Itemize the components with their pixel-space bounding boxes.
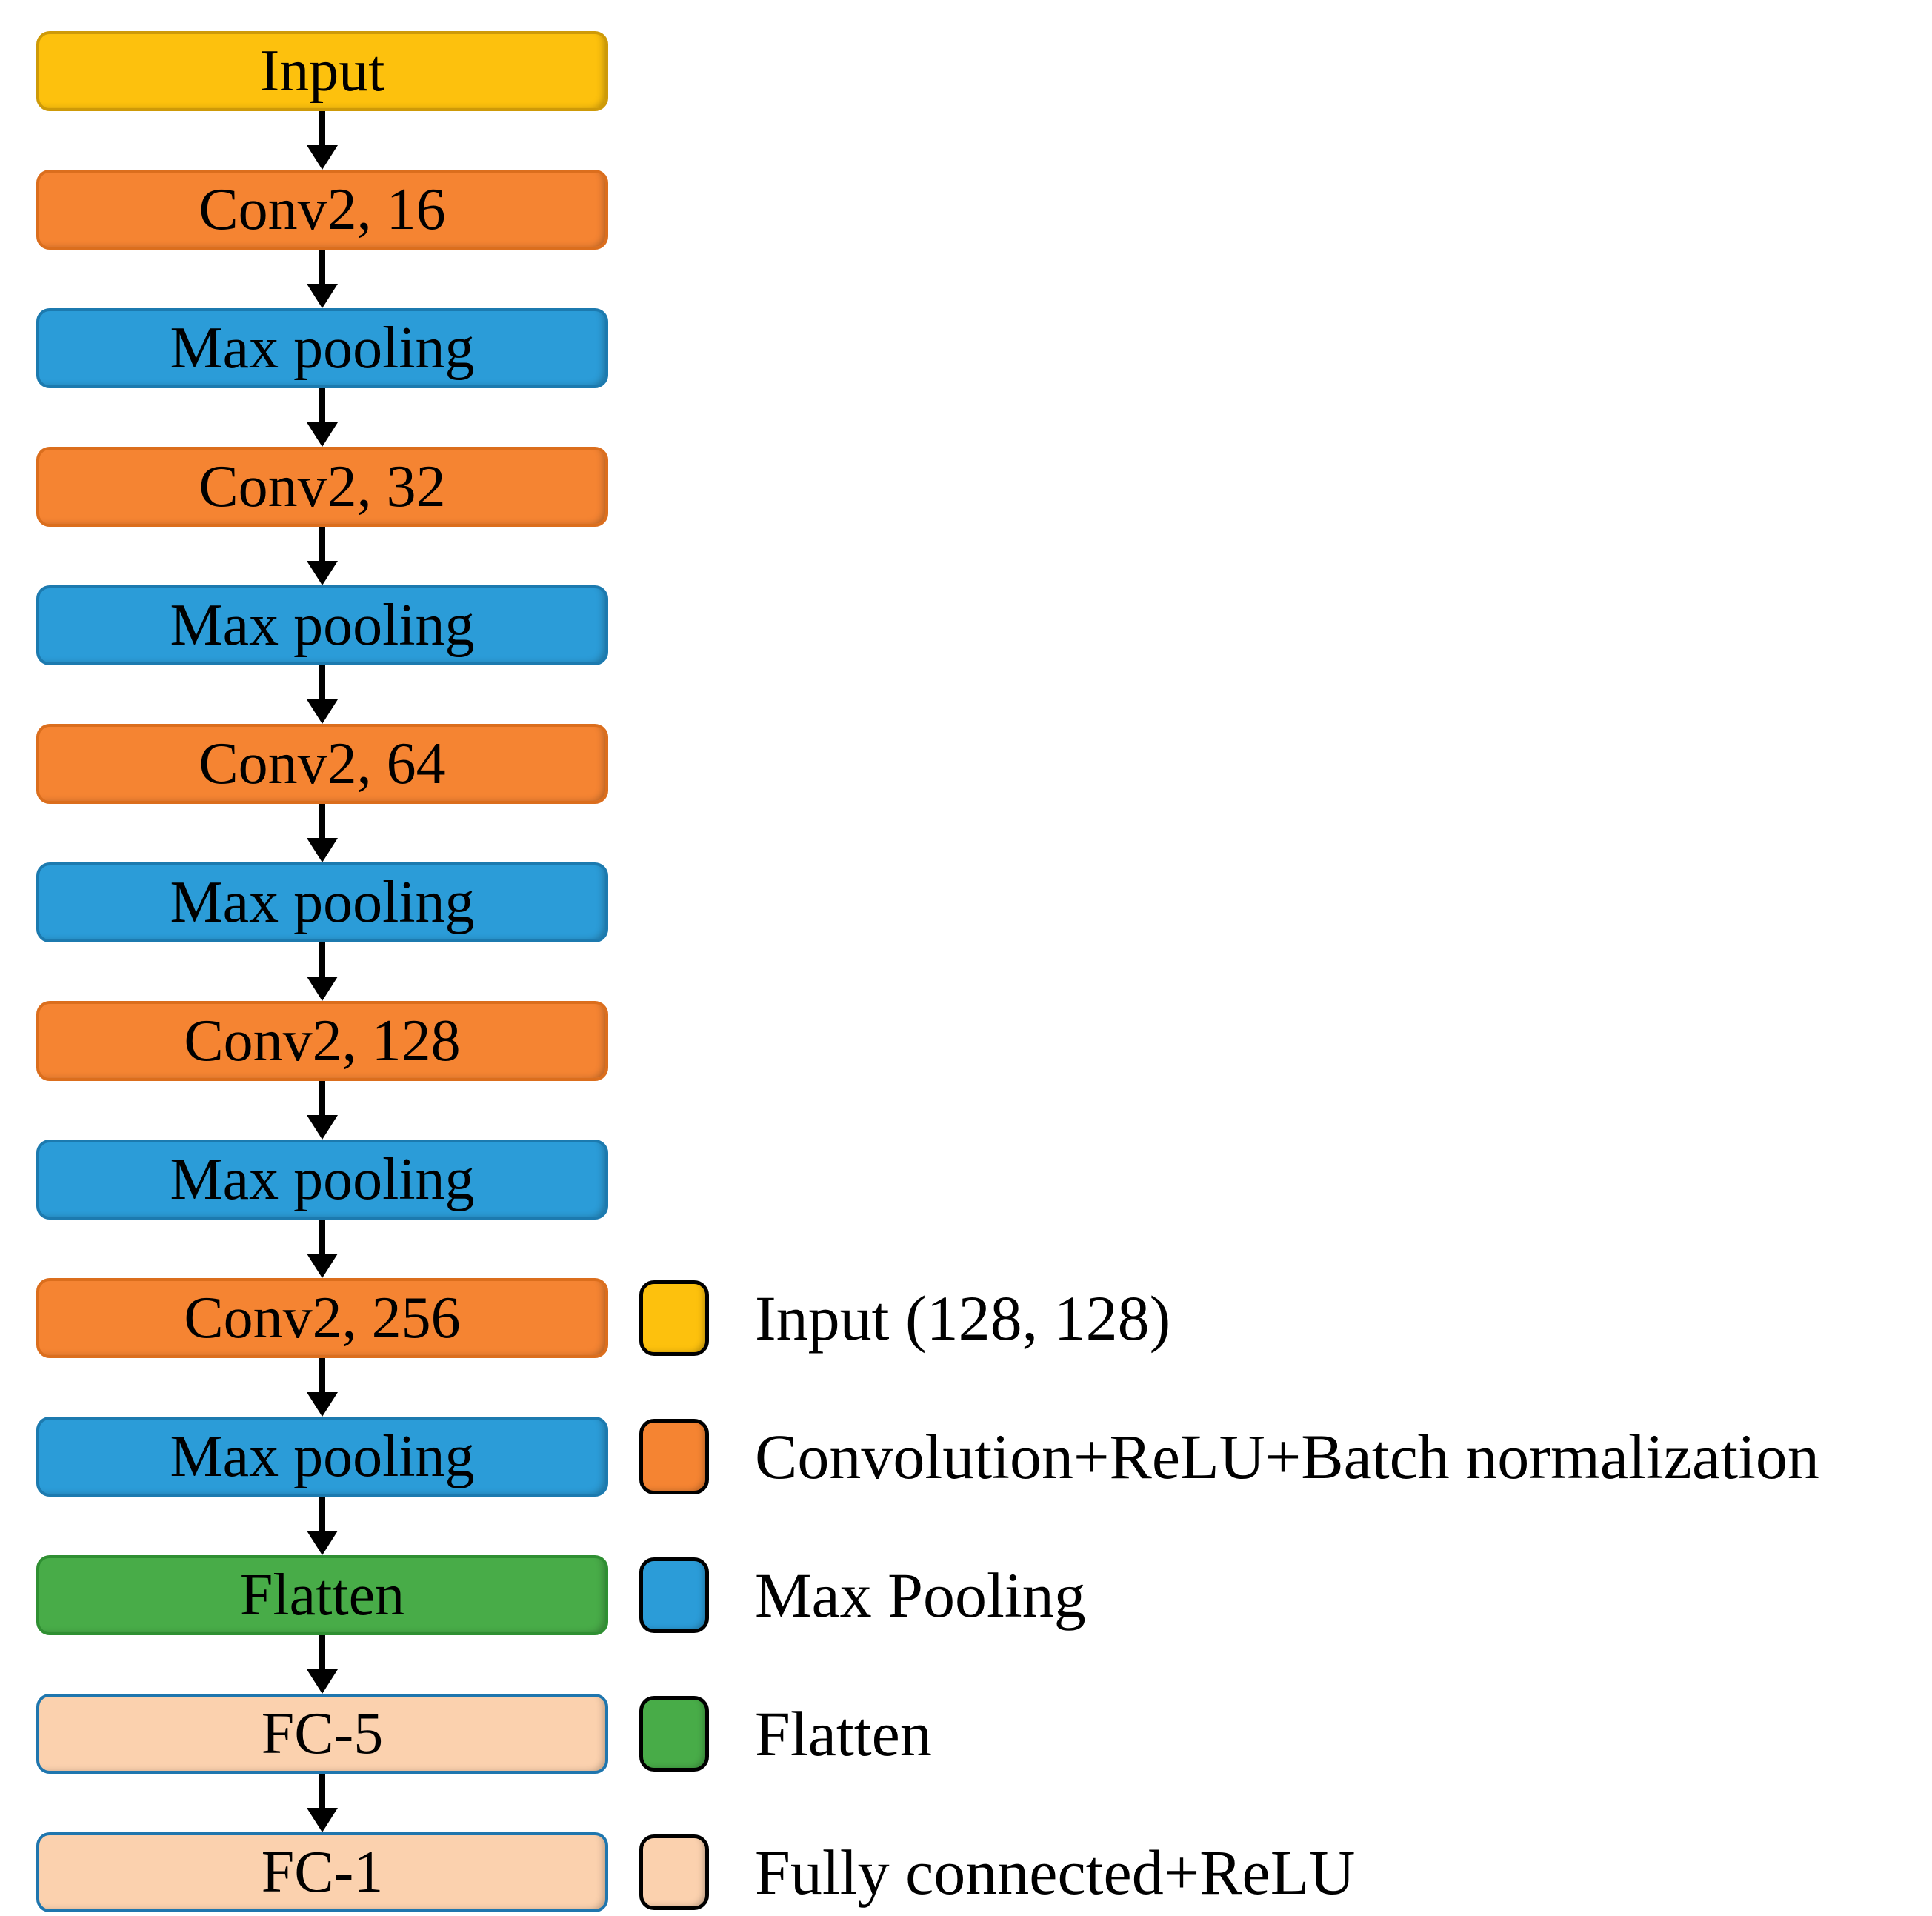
arrow-down-icon: [306, 804, 339, 862]
arrow-down-icon: [306, 1220, 339, 1278]
node-conv2-32-label: Conv2, 32: [199, 454, 446, 519]
node-max-pooling-3-label: Max pooling: [170, 870, 475, 935]
node-max-pooling-2-label: Max pooling: [170, 593, 475, 658]
node-max-pooling-4-label: Max pooling: [170, 1147, 475, 1212]
legend-item-flatten: Flatten: [639, 1694, 1819, 1774]
legend-label-convolution: Convolution+ReLU+Batch normalization: [755, 1421, 1819, 1492]
node-conv2-64: Conv2, 64: [36, 724, 608, 804]
arrow-down-icon: [306, 942, 339, 1001]
node-conv2-32: Conv2, 32: [36, 447, 608, 527]
node-max-pooling-3: Max pooling: [36, 862, 608, 942]
arrow-down-icon: [306, 388, 339, 447]
legend-item-fully-connected: Fully connected+ReLU: [639, 1832, 1819, 1912]
legend-label-max-pooling: Max Pooling: [755, 1560, 1086, 1631]
node-max-pooling-5-label: Max pooling: [170, 1424, 475, 1489]
node-input-label: Input: [259, 39, 385, 104]
legend-label-input: Input (128, 128): [755, 1283, 1171, 1354]
arrow-down-icon: [306, 527, 339, 585]
legend-item-input: Input (128, 128): [639, 1278, 1819, 1358]
node-input: Input: [36, 31, 608, 111]
legend-swatch-convolution: [639, 1419, 709, 1494]
node-conv2-16: Conv2, 16: [36, 170, 608, 250]
node-max-pooling-1: Max pooling: [36, 308, 608, 388]
node-fc-1: FC-1: [36, 1832, 608, 1912]
node-fc-5-label: FC-5: [261, 1701, 384, 1766]
node-max-pooling-4: Max pooling: [36, 1140, 608, 1220]
legend-swatch-flatten: [639, 1696, 709, 1772]
arrow-down-icon: [306, 1635, 339, 1694]
arrow-down-icon: [306, 1358, 339, 1417]
node-flatten: Flatten: [36, 1555, 608, 1635]
arrow-down-icon: [306, 250, 339, 308]
arrow-down-icon: [306, 665, 339, 724]
arrow-down-icon: [306, 1081, 339, 1140]
node-fc-1-label: FC-1: [261, 1840, 384, 1905]
node-max-pooling-5: Max pooling: [36, 1417, 608, 1497]
arrow-down-icon: [306, 1497, 339, 1555]
legend: Input (128, 128) Convolution+ReLU+Batch …: [639, 1278, 1819, 1916]
arrow-down-icon: [306, 111, 339, 170]
node-max-pooling-2: Max pooling: [36, 585, 608, 665]
node-conv2-128-label: Conv2, 128: [184, 1008, 461, 1074]
legend-item-max-pooling: Max Pooling: [639, 1555, 1819, 1635]
node-conv2-64-label: Conv2, 64: [199, 731, 446, 796]
node-conv2-256: Conv2, 256: [36, 1278, 608, 1358]
flowchart-column: Input Conv2, 16 Max pooling Conv2, 32 Ma…: [36, 31, 608, 1912]
legend-item-convolution: Convolution+ReLU+Batch normalization: [639, 1417, 1819, 1497]
node-max-pooling-1-label: Max pooling: [170, 316, 475, 381]
node-conv2-16-label: Conv2, 16: [199, 177, 446, 242]
node-conv2-128: Conv2, 128: [36, 1001, 608, 1081]
legend-swatch-input: [639, 1280, 709, 1356]
legend-swatch-fully-connected: [639, 1834, 709, 1910]
node-flatten-label: Flatten: [239, 1563, 405, 1628]
arrow-down-icon: [306, 1774, 339, 1832]
node-conv2-256-label: Conv2, 256: [184, 1285, 461, 1351]
legend-swatch-max-pooling: [639, 1557, 709, 1633]
node-fc-5: FC-5: [36, 1694, 608, 1774]
legend-label-fully-connected: Fully connected+ReLU: [755, 1837, 1356, 1908]
legend-label-flatten: Flatten: [755, 1698, 932, 1769]
